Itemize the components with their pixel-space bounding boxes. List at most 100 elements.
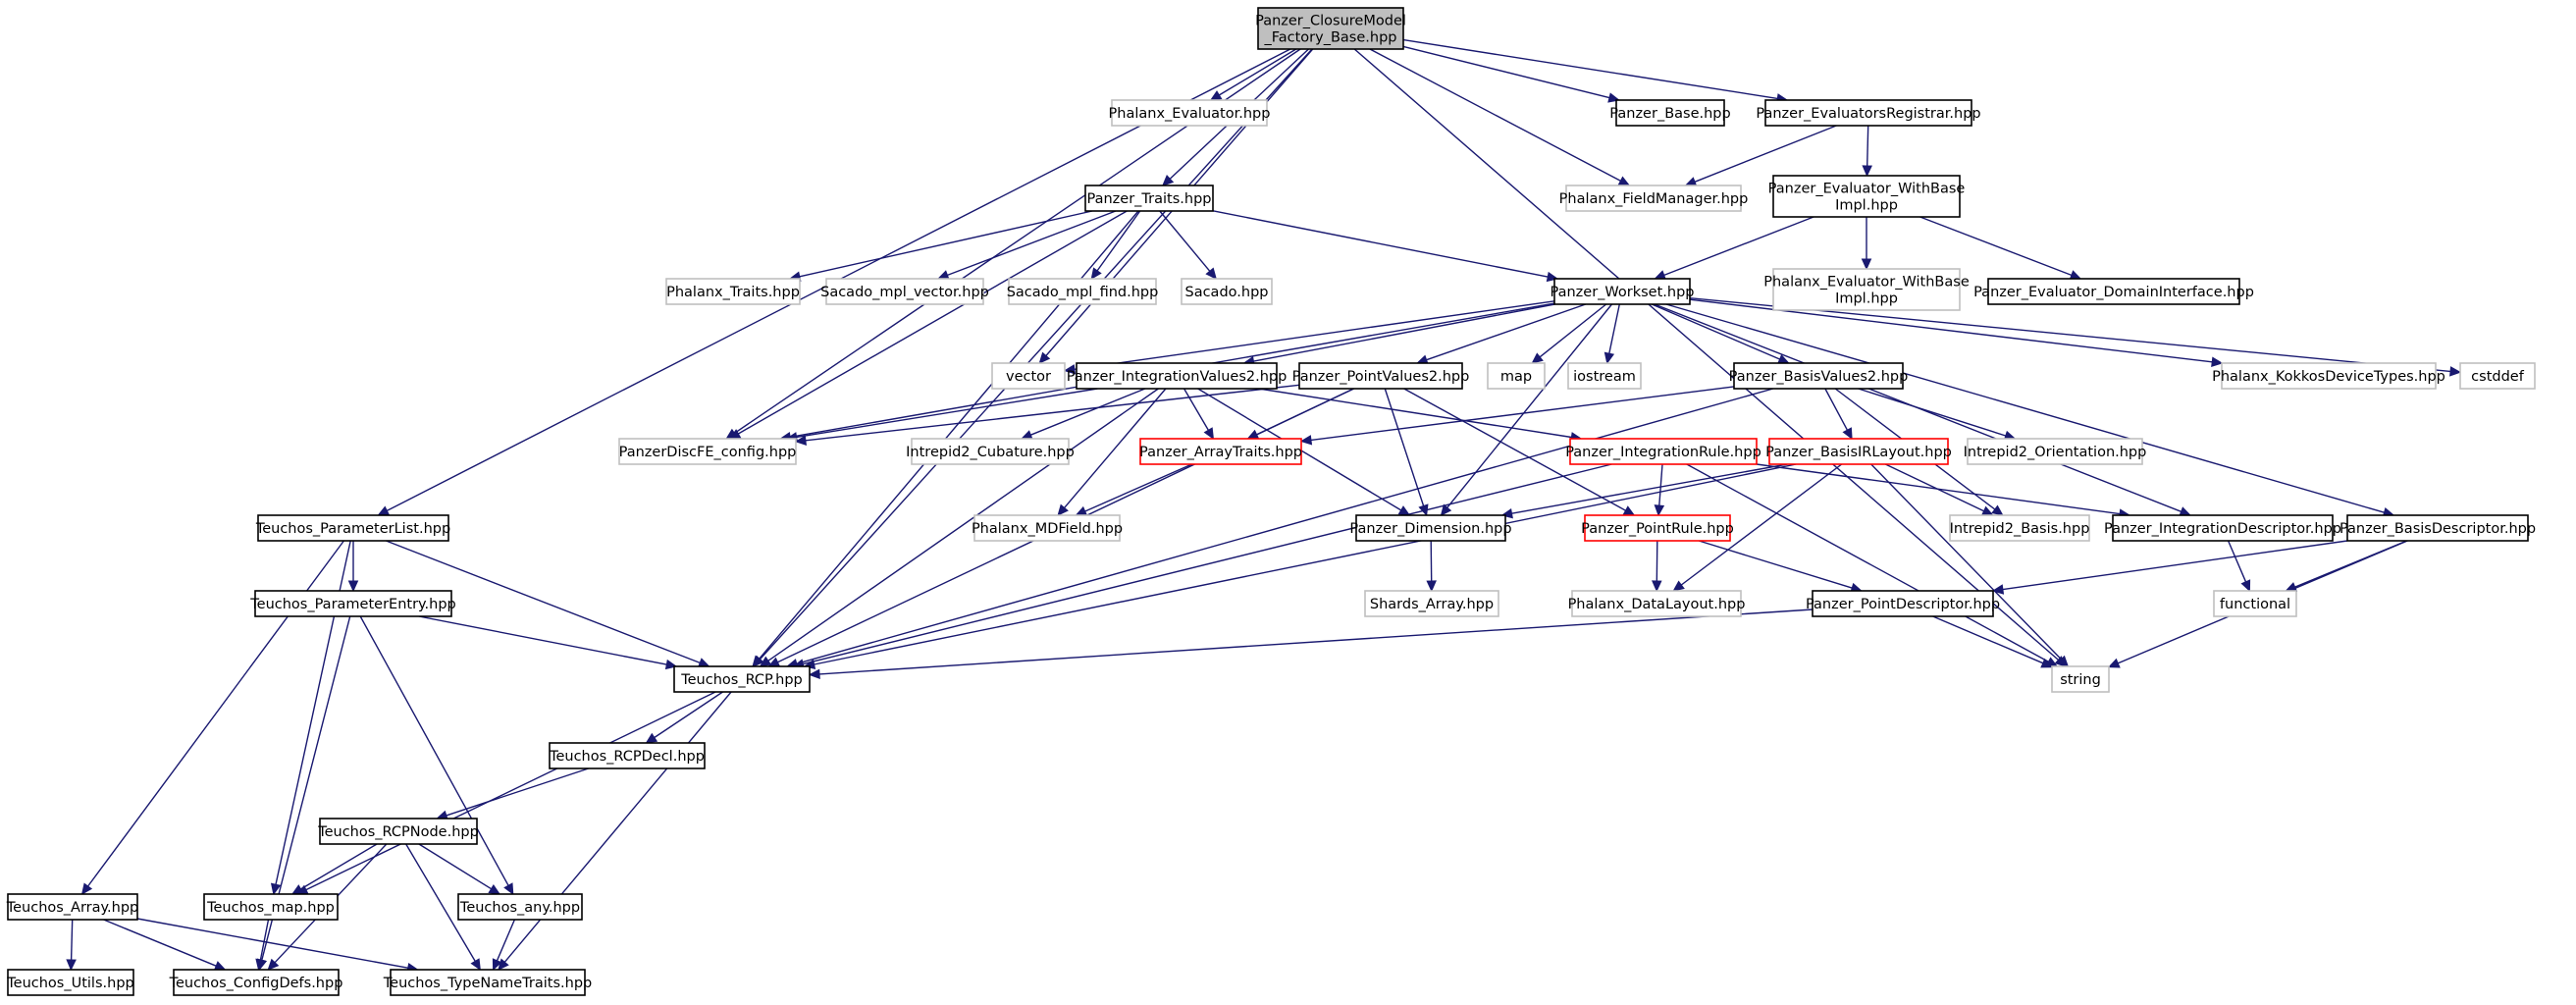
node-string: string xyxy=(2051,665,2110,693)
edge-line xyxy=(818,608,1814,675)
node-integration_descriptor[interactable]: Panzer_IntegrationDescriptor.hpp xyxy=(2104,514,2341,542)
node-label: Panzer_BasisValues2.hpp xyxy=(1729,369,1909,385)
edge-teuchos_any-to-teuchos_typenametraits xyxy=(492,919,516,972)
node-label: Impl.hpp xyxy=(1835,291,1898,307)
arrowhead-icon xyxy=(794,435,807,447)
edge-teuchos_rcp-to-teuchos_rcpdecl xyxy=(645,691,723,744)
node-label: Intrepid2_Cubature.hpp xyxy=(906,445,1075,460)
node-point_rule[interactable]: Panzer_PointRule.hpp xyxy=(1581,514,1734,542)
node-label: Teuchos_ParameterEntry.hpp xyxy=(249,597,456,612)
arrowhead-icon xyxy=(1617,176,1631,186)
arrowhead-icon xyxy=(1020,430,1033,440)
node-teuchos_configdefs[interactable]: Teuchos_ConfigDefs.hpp xyxy=(169,969,343,996)
node-box xyxy=(254,590,452,617)
node-box xyxy=(2221,362,2437,390)
edge-line xyxy=(1402,45,1610,99)
node-label: Teuchos_RCPDecl.hpp xyxy=(549,749,705,765)
node-point_descriptor[interactable]: Panzer_PointDescriptor.hpp xyxy=(1806,590,2000,617)
node-workset[interactable]: Panzer_Workset.hpp xyxy=(1551,278,1695,305)
edge-teuchos_array-to-teuchos_configdefs xyxy=(103,919,227,971)
edge-line xyxy=(803,463,1612,665)
arrowhead-icon xyxy=(1842,427,1853,441)
node-teuchos_rcpdecl[interactable]: Teuchos_RCPDecl.hpp xyxy=(549,742,706,769)
edge-basis_values2-to-intrepid2_orientation xyxy=(1858,388,2017,441)
edge-line xyxy=(1663,216,1814,277)
edge-line xyxy=(759,48,1313,661)
arrowhead-icon xyxy=(347,580,359,593)
edge-workset-to-vector xyxy=(1063,300,1555,375)
node-label: Impl.hpp xyxy=(1835,198,1898,214)
edge-line xyxy=(767,388,1159,661)
arrowhead-icon xyxy=(80,882,93,895)
node-panzer_dimension[interactable]: Panzer_Dimension.hpp xyxy=(1349,514,1512,542)
edge-line xyxy=(1403,388,1626,511)
node-basis_ir_layout[interactable]: Panzer_BasisIRLayout.hpp xyxy=(1765,438,1952,465)
node-teuchos_parameterlist[interactable]: Teuchos_ParameterList.hpp xyxy=(255,514,450,542)
edge-line xyxy=(947,210,1117,277)
edge-integration_rule-to-teuchos_rcp xyxy=(792,463,1612,669)
node-evaluator_domain[interactable]: Panzer_Evaluator_DomainInterface.hpp xyxy=(1973,278,2254,305)
arrowhead-icon xyxy=(759,656,772,667)
edge-line xyxy=(796,388,1773,664)
node-label: map xyxy=(1500,369,1532,385)
node-point_values2[interactable]: Panzer_PointValues2.hpp xyxy=(1292,362,1470,390)
node-box xyxy=(1084,185,1214,212)
arrowhead-icon xyxy=(2040,658,2054,668)
node-evaluators_registrar[interactable]: Panzer_EvaluatorsRegistrar.hpp xyxy=(1756,99,1981,127)
node-box xyxy=(1571,590,1742,617)
node-label: Phalanx_Traits.hpp xyxy=(666,285,800,300)
node-array_traits[interactable]: Panzer_ArrayTraits.hpp xyxy=(1139,438,1302,465)
edge-line xyxy=(1884,463,1984,512)
node-teuchos_rcpnode[interactable]: Teuchos_RCPNode.hpp xyxy=(317,818,479,845)
node-sacado: Sacado.hpp xyxy=(1181,278,1273,305)
node-vector: vector xyxy=(991,362,1066,390)
edge-panzer_traits-to-sacado_mpl_find xyxy=(1090,210,1141,280)
node-box xyxy=(1812,590,1994,617)
node-teuchos_map[interactable]: Teuchos_map.hpp xyxy=(203,893,339,921)
edge-integration_values2-to-integration_rule xyxy=(1258,388,1583,443)
node-basis_descriptor[interactable]: Panzer_BasisDescriptor.hpp xyxy=(2339,514,2536,542)
node-integration_values2[interactable]: Panzer_IntegrationValues2.hpp xyxy=(1067,362,1288,390)
node-teuchos_parameterentry[interactable]: Teuchos_ParameterEntry.hpp xyxy=(249,590,456,617)
edge-line xyxy=(405,843,476,962)
node-integration_rule[interactable]: Panzer_IntegrationRule.hpp xyxy=(1565,438,1761,465)
edge-panzer_dimension-to-shards_array xyxy=(1426,540,1437,593)
arrowhead-icon xyxy=(1991,504,2004,516)
node-box xyxy=(673,665,811,693)
node-label: Teuchos_Array.hpp xyxy=(6,900,139,916)
edge-line xyxy=(796,388,1098,439)
node-box xyxy=(1553,278,1691,305)
edge-line xyxy=(1870,463,2062,661)
node-teuchos_any[interactable]: Teuchos_any.hpp xyxy=(457,893,583,921)
arrowhead-icon xyxy=(1980,505,1994,516)
node-box xyxy=(1139,438,1302,465)
edge-line xyxy=(1369,48,1621,182)
edge-integration_rule-to-point_rule xyxy=(1654,463,1665,517)
edge-line xyxy=(1030,388,1146,436)
node-teuchos_typenametraits[interactable]: Teuchos_TypeNameTraits.hpp xyxy=(383,969,592,996)
node-label: Phalanx_MDField.hpp xyxy=(972,521,1123,537)
arrowhead-icon xyxy=(488,883,501,895)
node-box xyxy=(1364,590,1499,617)
node-basis_values2[interactable]: Panzer_BasisValues2.hpp xyxy=(1729,362,1909,390)
arrowhead-icon xyxy=(492,958,502,972)
node-panzer_traits[interactable]: Panzer_Traits.hpp xyxy=(1084,185,1214,212)
node-phalanx_kokkos: Phalanx_KokkosDeviceTypes.hpp xyxy=(2212,362,2445,390)
node-panzer_base[interactable]: Panzer_Base.hpp xyxy=(1609,99,1731,127)
edge-root-to-teuchos_rcp xyxy=(752,48,1313,667)
node-teuchos_rcp[interactable]: Teuchos_RCP.hpp xyxy=(673,665,811,693)
node-teuchos_array[interactable]: Teuchos_Array.hpp xyxy=(6,893,139,921)
arrowhead-icon xyxy=(808,668,820,680)
node-functional: functional xyxy=(2213,590,2297,617)
edge-line xyxy=(1253,303,1555,362)
arrowhead-icon xyxy=(1205,267,1217,280)
node-box xyxy=(1298,362,1463,390)
edge-line xyxy=(1426,303,1587,361)
node-label: Teuchos_any.hpp xyxy=(459,900,580,916)
node-box xyxy=(1987,278,2240,305)
node-teuchos_utils[interactable]: Teuchos_Utils.hpp xyxy=(6,969,134,996)
edge-line xyxy=(1651,303,1780,360)
